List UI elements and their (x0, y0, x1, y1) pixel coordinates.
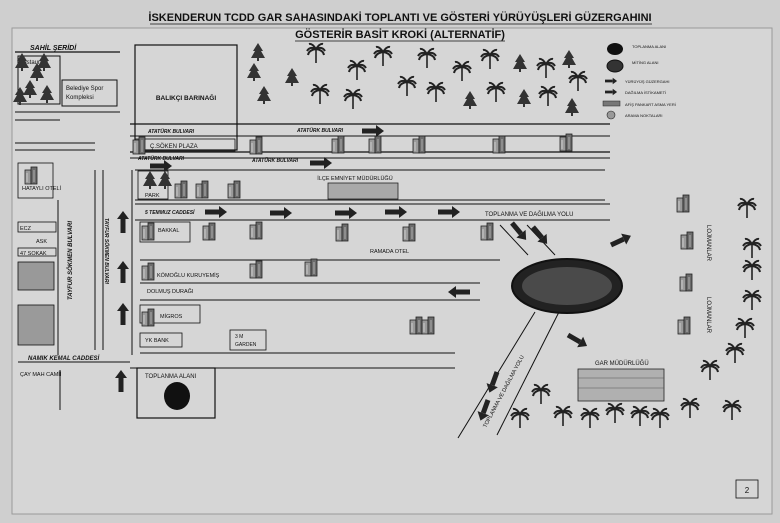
title-line-1: İSKENDERUN TCDD GAR SAHASINDAKİ TOPLANTI… (148, 11, 651, 24)
tayfur-left-label: TAYFUR SÖKMEN BULVARI (67, 221, 74, 300)
ataturk-label-4: ATATÜRK BULVARI (251, 157, 299, 164)
sokak47-label: 47 SOKAK (20, 251, 47, 257)
belediye-label-2: Kompleksi (66, 95, 94, 101)
ask-label: ASK (36, 239, 47, 245)
ataturk-label-3: ATATÜRK BULVARI (137, 155, 185, 162)
lojmanlar-2-label: LOJMANLAR (705, 297, 711, 334)
ecz-label: ECZ (20, 226, 32, 232)
ataturk-label-1: ATATÜRK BULVARI (147, 128, 195, 135)
legend-label-5: AFİŞ PANKART ASMA YERİ (625, 102, 676, 107)
tayfur-right-label: TAYFUR SÖKMEN BULVARI (103, 218, 110, 284)
sahil-seridi-label: SAHİL ŞERİDİ (30, 44, 77, 52)
garden-label-1: 3 M (235, 334, 243, 340)
belediye-label-1: Belediye Spor (66, 86, 103, 92)
temmuz-label: 5 TEMMUZ CADDESİ (145, 209, 195, 216)
namik-label: NAMIK KEMAL CADDESİ (28, 355, 100, 362)
park-label: PARK (145, 193, 160, 199)
legend-label-1: TOPLANMA ALANI (632, 44, 666, 49)
meeting-area-icon (606, 59, 624, 73)
assembly-area-icon (607, 43, 623, 55)
emniyet-label: İLÇE EMNİYET MÜDÜRLÜĞÜ (317, 175, 392, 182)
restaurant-label: Restaurant (19, 60, 49, 66)
legend-label-4: DAĞILMA İSTİKAMETİ (625, 90, 666, 95)
dolmus-label: DOLMUŞ DURAĞI (147, 288, 194, 295)
garden-label-2: GARDEN (235, 342, 257, 348)
left-building-2 (17, 304, 55, 346)
hatayli-label: HATAYLI OTELİ (22, 185, 62, 192)
toplanma-yolu-label: TOPLANMA VE DAĞILMA YOLU (485, 211, 573, 218)
cay-label: ÇAY MAH CAMİİ (20, 371, 62, 378)
garden-block (229, 329, 267, 351)
ykbank-label: YK BANK (145, 338, 169, 344)
legend-label-3: YÜRÜYÜŞ GÜZERGAHI (625, 79, 669, 84)
page-number-box (735, 479, 759, 499)
migros-block (139, 304, 201, 324)
toplanma-alani-label: TOPLANMA ALANI (145, 374, 197, 380)
search-point-icon (606, 110, 616, 120)
soken-label: Ç.SÖKEN PLAZA (150, 143, 198, 150)
komoglu-label: KÖMOĞLU KURUYEMİŞ (157, 272, 220, 279)
hatayli-block (17, 162, 54, 199)
legend: TOPLANMA ALANI MİTİNG ALANI YÜRÜYÜŞ GÜZE… (602, 43, 676, 120)
belediye-block (61, 79, 118, 107)
balikci-barinagi (134, 44, 238, 151)
legend-label-2: MİTİNG ALANI (632, 60, 658, 65)
toplanma-alani-marker (164, 382, 190, 410)
bakkal-block (139, 221, 191, 243)
page-number: 2 (745, 486, 750, 495)
lojmanlar-1-label: LOJMANLAR (705, 225, 711, 262)
restaurant-block (17, 55, 61, 105)
banner-area-icon (602, 100, 621, 107)
migros-label: MİGROS (160, 313, 183, 320)
bakkal-label: BAKKAL (158, 228, 179, 234)
toplanma-alani-box (136, 367, 216, 419)
gar-label: GAR MÜDÜRLÜĞÜ (595, 360, 649, 367)
left-building-1 (17, 261, 55, 291)
ykbank-block (139, 332, 183, 348)
title-line-2: GÖSTERİR BASİT KROKİ (ALTERNATİF) (295, 28, 505, 41)
gar-building (577, 368, 665, 402)
sheet (11, 27, 773, 515)
ataturk-label-2: ATATÜRK BULVARI (296, 127, 344, 134)
legend-label-6: ARAMA NOKTALARI (625, 113, 663, 118)
balikci-label: BALIKÇI BARINAĞI (156, 93, 216, 102)
emniyet-building (327, 182, 399, 200)
ramada-label: RAMADA OTEL (370, 249, 409, 255)
